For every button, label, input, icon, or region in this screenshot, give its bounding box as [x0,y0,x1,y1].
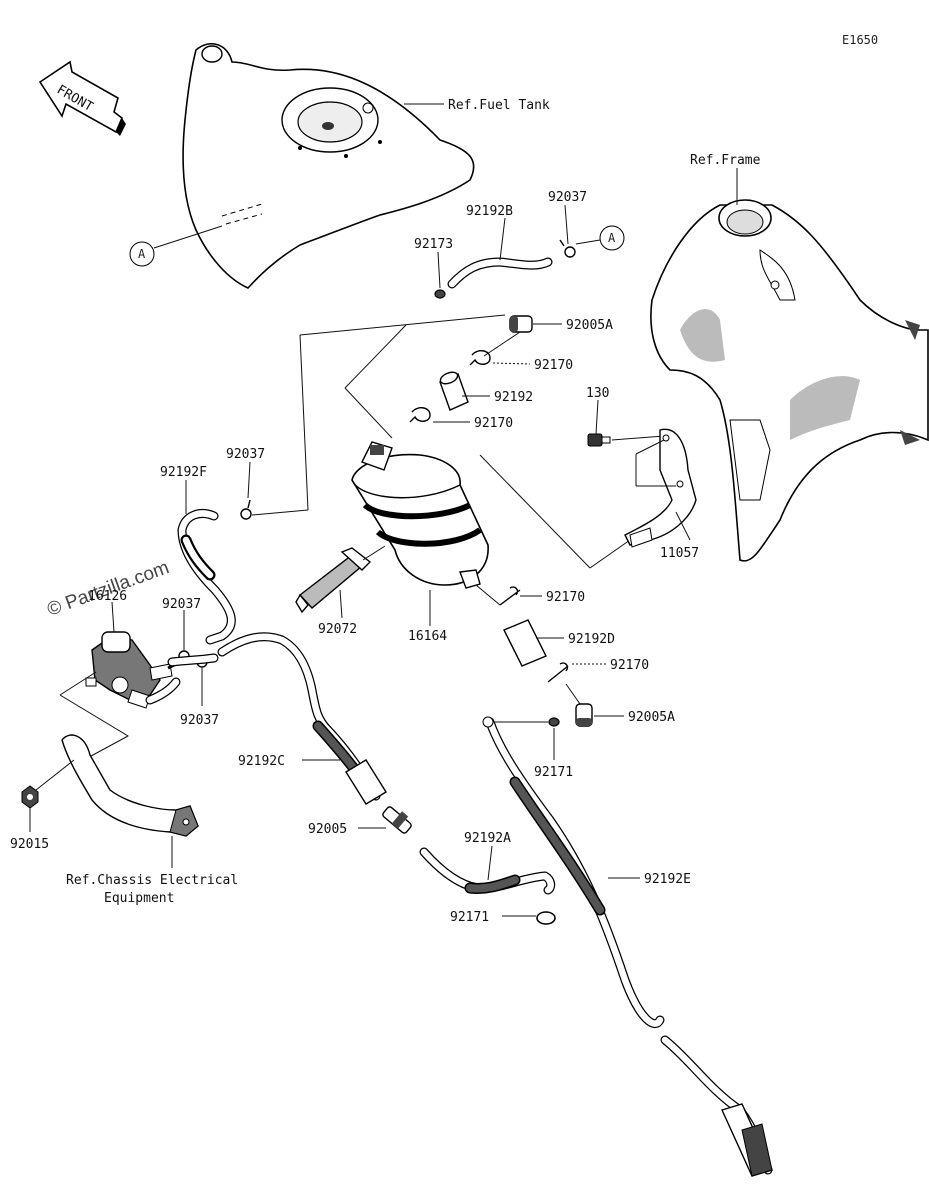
diagram-code: E1650 [842,33,878,47]
part-92005A-top: 92005A [566,318,613,333]
part-92173: 92173 [414,237,453,252]
leader-box-chassis [59,671,130,763]
connector-92005 [382,806,412,834]
clamp-92170-c [499,586,521,606]
hose-92192C [217,632,387,805]
part-92005: 92005 [308,822,347,837]
part-92037-low: 92037 [180,713,219,728]
callout-a-left [129,241,155,267]
callout-a-right [599,225,625,251]
fuel-tank-illustration [182,42,475,289]
hose-92192 [439,371,469,411]
part-92170-d: 92170 [610,658,649,673]
leader-box-top [299,314,506,336]
part-130: 130 [586,386,609,401]
valve-16126 [85,631,177,709]
hose-92192A [419,847,556,895]
clip-92037-top [559,239,576,258]
part-92015: 92015 [10,837,49,852]
part-16126: 16126 [88,589,127,604]
front-arrow-icon: FRONT [38,60,126,136]
canister-16164 [351,441,489,589]
part-11057: 11057 [660,546,699,561]
part-92192E: 92192E [644,872,691,887]
fitting-92005A-low [575,703,593,727]
clamp-92170-b [409,407,431,423]
part-92170-a: 92170 [534,358,573,373]
fitting-92005A-top [509,315,533,333]
frame-illustration [650,199,929,562]
nut-92015 [21,785,39,809]
bracket-11057 [624,428,697,548]
ref-chassis-line2: Equipment [104,891,174,906]
part-92192A: 92192A [464,831,511,846]
callout-a-left-text: A [138,247,146,261]
part-92072: 92072 [318,622,357,637]
part-92192: 92192 [494,390,533,405]
clamp-92170-a [469,350,491,366]
clamp-92170-d [547,662,569,683]
part-92192D: 92192D [568,632,615,647]
part-92037-top: 92037 [548,190,587,205]
part-92005A-low: 92005A [628,710,675,725]
part-92170-b: 92170 [474,416,513,431]
part-92192F: 92192F [160,465,207,480]
part-92037-left: 92037 [226,447,265,462]
part-92171-a: 92171 [534,765,573,780]
part-16164: 16164 [408,629,447,644]
bracket-92072 [295,547,372,614]
part-92192C: 92192C [238,754,285,769]
hose-92192D [503,619,547,667]
ref-chassis-line1: Ref.Chassis Electrical [66,873,238,888]
ref-fuel-tank-label: Ref.Fuel Tank [448,98,550,113]
callout-a-right-text: A [608,231,616,245]
part-92037-mid: 92037 [162,597,201,612]
clip-92037-left [240,499,252,520]
ref-frame-label: Ref.Frame [690,153,761,168]
clip-92171-a [548,717,560,727]
part-92192B: 92192B [466,204,513,219]
bracket-chassis [61,734,199,837]
clip-92171-b [536,911,556,925]
hose-92192E [482,716,773,1177]
bolt-130 [587,433,611,447]
part-92170-c: 92170 [546,590,585,605]
part-92171-b: 92171 [450,910,489,925]
hose-92192F [177,509,236,645]
